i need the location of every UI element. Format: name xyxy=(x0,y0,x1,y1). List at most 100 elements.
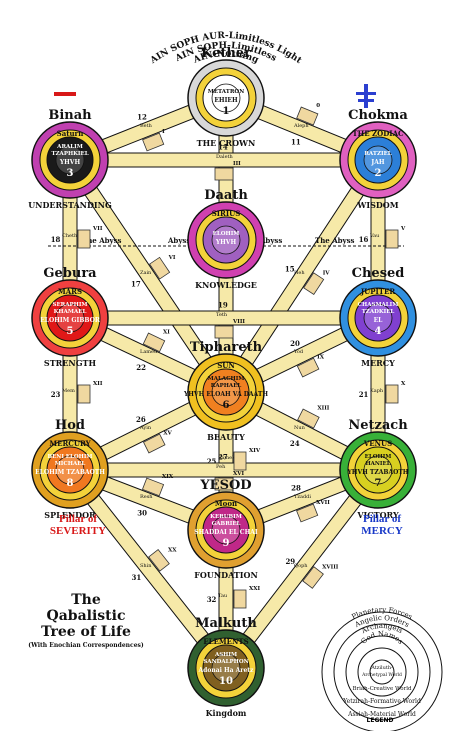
tarot-card-XVII: XVII xyxy=(296,500,330,523)
path-number: 26 xyxy=(136,415,146,424)
pillar-mercy-label: Pillar of MERCY xyxy=(348,513,416,537)
tarot-roman: XVI xyxy=(233,471,245,477)
sephirah-title: STRENGTH xyxy=(44,358,97,368)
abyss-label-mid: Abyss xyxy=(167,236,190,245)
sephirah-title: KNOWLEDGE xyxy=(195,280,257,290)
angelic-order: ELOHIM xyxy=(365,454,392,460)
path-number: 25 xyxy=(207,457,217,466)
sephirah-name: Chesed xyxy=(352,266,405,281)
tarot-roman: XIV xyxy=(249,448,261,454)
sephirah-title: THE CROWN xyxy=(197,138,256,148)
legend-ring-6: Archetypal World xyxy=(361,672,402,678)
planet-label: MERCURY xyxy=(49,439,91,448)
hebrew-letter: Nun xyxy=(294,425,306,431)
god-name: ELOHIM TZABAOTH xyxy=(35,469,105,476)
hebrew-letter: Kaph xyxy=(370,388,384,394)
hebrew-letter: Lamed xyxy=(140,349,158,355)
sephirah-name: Daath xyxy=(204,188,248,203)
hebrew-letter: Cheth xyxy=(62,233,78,239)
tarot-card-I: I xyxy=(142,129,165,152)
tarot-roman: XV xyxy=(163,431,172,437)
planet-label: SUN xyxy=(217,361,235,370)
angelic-order: CHASMALIM xyxy=(358,302,399,308)
planet-label: VENUS xyxy=(363,439,392,448)
god-name: JAH xyxy=(370,159,384,166)
tarot-card-XX: XX xyxy=(148,547,177,572)
sephirah-number: 5 xyxy=(67,326,74,337)
hebrew-letter: Samekh xyxy=(218,455,239,461)
path-number: 16 xyxy=(359,235,369,244)
hebrew-letter: Qoph xyxy=(294,563,308,569)
tarot-card-V: V xyxy=(385,226,406,249)
sephirah-name: Tiphareth xyxy=(190,340,263,355)
sephirah-name: Netzach xyxy=(348,418,408,433)
tarot-roman: 0 xyxy=(316,103,320,109)
tarot-cards-layer: 0IIIIIIIVVVIVIIVIIIIXXXIXIIXIIIXIVXVXVIX… xyxy=(77,103,406,609)
path-number: 17 xyxy=(131,279,141,288)
tarot-card-III: III xyxy=(214,161,241,181)
sephirah-title: VICTORY xyxy=(356,510,399,520)
abyss-label-mid2: Abyss xyxy=(259,236,282,245)
sephirah-title: SPLENDOR xyxy=(44,510,96,520)
tarot-card-XIV: XIV xyxy=(233,448,261,471)
angelic-order: SERAPHIM xyxy=(53,302,88,308)
sephirah-number: 9 xyxy=(223,538,230,549)
angelic-order: ASHIM xyxy=(214,652,237,658)
tarot-roman: XXI xyxy=(249,586,261,592)
sephirah-number: 4 xyxy=(375,326,382,337)
angelic-order: ARALIM xyxy=(56,144,83,150)
archangel-name: RATZIEL xyxy=(364,151,391,157)
sephirah-name: Chokma xyxy=(348,108,408,123)
hebrew-letter: Beth xyxy=(140,123,153,129)
tarot-card-XIX: XIX xyxy=(141,474,174,497)
sephirah-name: Kether xyxy=(201,46,251,61)
tarot-roman: IV xyxy=(323,271,331,277)
legend-ring-9: Assiah-Material World xyxy=(347,711,416,718)
archangel-name: RAPHAEL xyxy=(211,383,242,389)
planet-label: Saturn xyxy=(57,129,84,138)
sephirah-number: 6 xyxy=(223,400,230,411)
severity-symbol-icon xyxy=(54,92,76,96)
title-line-1: The xyxy=(71,592,101,608)
legend-diagram: Planetary Forces Angelic Orders Archange… xyxy=(321,606,443,731)
path-number: 15 xyxy=(285,265,295,274)
title-line-3: Tree of Life xyxy=(41,624,131,640)
god-name: Adonai Ha Aretz xyxy=(198,667,255,674)
hebrew-letter: Vau xyxy=(369,233,380,239)
tarot-roman: VII xyxy=(92,226,103,232)
tarot-card-XI: XI xyxy=(142,329,170,353)
sephirah-title: WISDOM xyxy=(356,200,398,210)
planet-label: MARS xyxy=(58,287,82,296)
sephirah-title: BEAUTY xyxy=(207,432,245,442)
title-subtitle: (With Enochian Correspondences) xyxy=(28,642,144,649)
tarot-card-0: 0 xyxy=(296,103,320,126)
legend-ring-8: Yetzirah-Formative World xyxy=(342,698,421,705)
hebrew-letter: Ayin xyxy=(139,425,152,431)
god-name: YHVH ELOAH VA DAATH xyxy=(183,391,268,398)
sephirah-title: MERCY xyxy=(361,358,395,368)
mercy-cross-icon xyxy=(356,84,376,108)
abyss-label-right: The Abyss xyxy=(315,236,355,245)
sephirah-number: 1 xyxy=(223,106,230,117)
planet-label: THE ZODIAC xyxy=(352,129,404,138)
path-number: 24 xyxy=(290,439,300,448)
planet-label: ELEMENTS xyxy=(203,637,248,646)
tarot-roman: IX xyxy=(317,355,325,361)
angelic-order: MALACHIM xyxy=(208,376,245,382)
tarot-roman: XII xyxy=(93,381,103,387)
path-number: 20 xyxy=(290,339,300,348)
pillar-mercy-line1: Pillar of xyxy=(363,513,401,525)
path-number: 12 xyxy=(137,113,147,122)
pillar-severity-line2: SEVERITY xyxy=(49,525,107,537)
sephirah-number: 7 xyxy=(375,478,382,489)
archangel-name: KHAMAEL xyxy=(54,309,87,315)
path-number: 28 xyxy=(291,484,301,493)
path-number: 14 xyxy=(218,143,228,152)
